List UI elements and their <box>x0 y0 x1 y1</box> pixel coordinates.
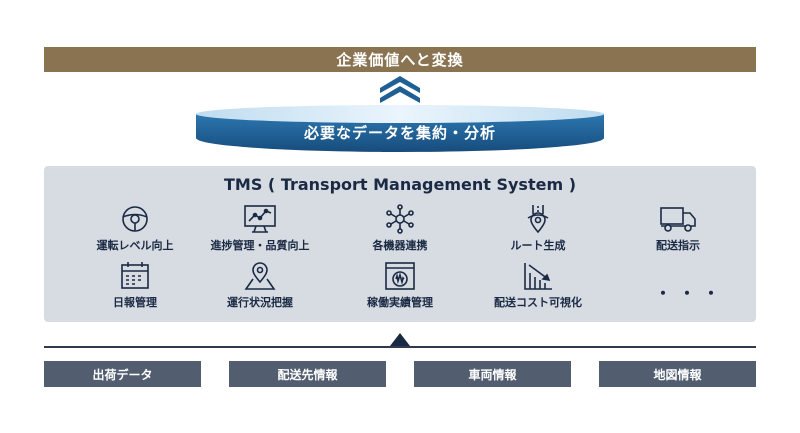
item-label: ルート生成 <box>510 239 566 252</box>
item-device-link: 各機器連携 <box>325 204 475 253</box>
item-delivery-instruction: 配送指示 <box>603 204 753 253</box>
tms-panel: TMS ( Transport Management System ) 運転レベ… <box>44 166 756 322</box>
item-label: 日報管理 <box>113 296 157 309</box>
item-cost-visualization: 配送コスト可視化 <box>463 261 613 310</box>
disk-text: 必要なデータを集約・分析 <box>303 123 496 142</box>
network-hub-icon <box>386 204 414 234</box>
item-driving-level: 運転レベル向上 <box>60 204 210 253</box>
monitor-chart-icon <box>244 205 276 233</box>
item-route-generation: ルート生成 <box>463 204 613 253</box>
divider-line <box>44 346 756 348</box>
gauge-panel-icon <box>385 262 415 290</box>
item-operation-status: 運行状況把握 <box>185 261 335 310</box>
item-label: 進捗管理・品質向上 <box>210 239 310 252</box>
truck-icon <box>660 207 696 232</box>
item-label: 稼働実績管理 <box>367 296 433 309</box>
up-triangle-icon <box>390 333 410 346</box>
banner-text: 企業価値へと変換 <box>336 51 464 69</box>
map-pin-icon <box>244 262 276 290</box>
value-banner: 企業価値へと変換 <box>44 47 756 72</box>
aggregation-disk <box>196 105 604 152</box>
calendar-icon <box>121 262 149 289</box>
item-label: 配送指示 <box>656 239 700 252</box>
source-destination-info: 配送先情報 <box>229 361 386 387</box>
tms-title: TMS ( Transport Management System ) <box>224 175 576 194</box>
more-ellipsis: ・・・ <box>654 284 727 303</box>
item-label: 各機器連携 <box>372 239 428 252</box>
cost-chart-icon <box>524 263 552 290</box>
source-shipment-data: 出荷データ <box>44 361 201 387</box>
route-pin-icon <box>527 205 549 234</box>
item-label: 運行状況把握 <box>227 296 293 309</box>
source-map-info: 地図情報 <box>599 361 756 387</box>
item-label: 運転レベル向上 <box>96 239 174 252</box>
item-daily-report: 日報管理 <box>60 261 210 310</box>
steering-wheel-icon <box>122 206 148 232</box>
up-chevrons-icon <box>380 76 420 103</box>
item-progress-quality: 進捗管理・品質向上 <box>185 204 335 253</box>
item-operation-record: 稼働実績管理 <box>325 261 475 310</box>
source-vehicle-info: 車両情報 <box>414 361 571 387</box>
item-label: 配送コスト可視化 <box>494 296 582 309</box>
